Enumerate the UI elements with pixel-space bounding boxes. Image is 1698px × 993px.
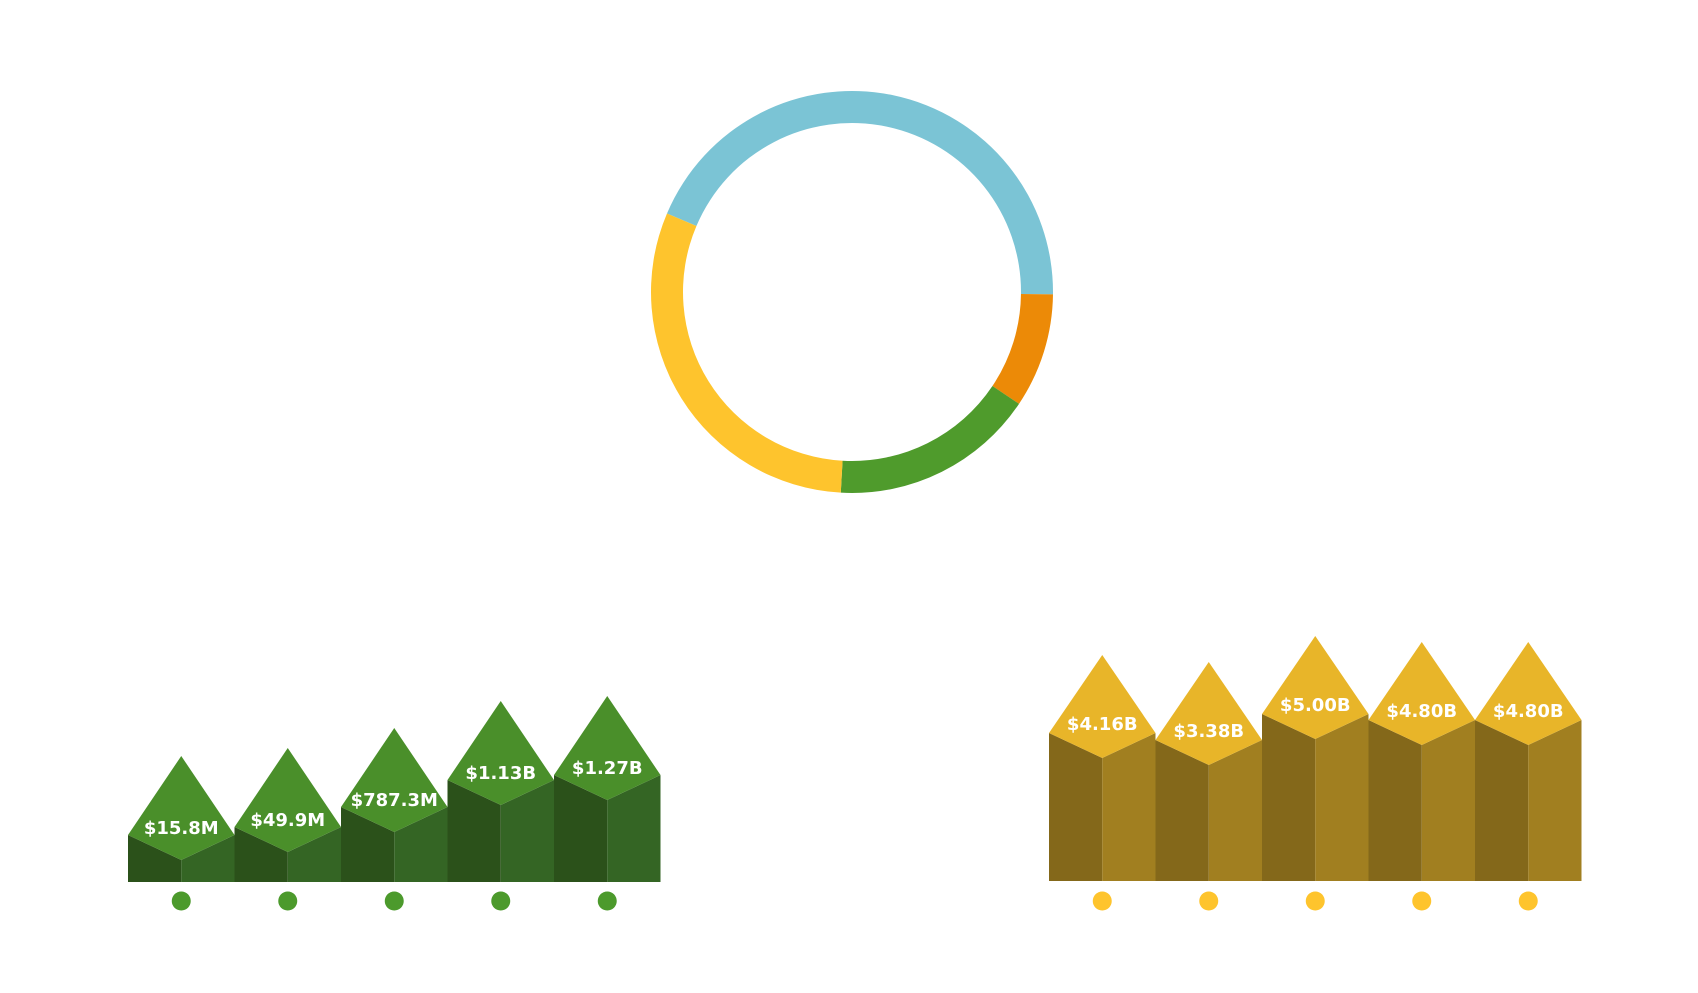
green-marker-dot <box>171 891 191 911</box>
gold-value-label: $4.80B <box>1386 701 1457 722</box>
gold-marker-dot <box>1518 891 1538 911</box>
donut-slice-3 <box>840 386 1020 493</box>
green-bar-tip <box>447 701 554 805</box>
gold-bar-right-face <box>1102 733 1156 881</box>
gold-marker-dot <box>1199 891 1219 911</box>
green-marker-dot <box>597 891 617 911</box>
green-bar-tip <box>554 696 661 800</box>
gold-bar-left-face <box>1368 720 1422 881</box>
green-bar-2: $49.9M <box>234 748 341 911</box>
gold-bar-tip <box>1368 642 1475 745</box>
green-bar-5: $1.27B <box>554 696 661 911</box>
gold-bar-5: $4.80B <box>1475 642 1582 911</box>
gold-marker-dot <box>1305 891 1325 911</box>
gold-bar-left-face <box>1155 740 1209 881</box>
donut-slice-1 <box>666 91 1053 295</box>
green-bar-right-face <box>287 827 341 882</box>
green-bar-left-face <box>447 780 501 882</box>
gold-bar-1: $4.16B <box>1049 655 1156 911</box>
donut-chart <box>650 91 1053 493</box>
green-marker-dot <box>491 891 511 911</box>
green-bar-left-face <box>234 827 288 882</box>
donut-slice-2 <box>992 294 1053 404</box>
green-value-label: $787.3M <box>351 790 438 811</box>
gold-bar-left-face <box>1262 714 1316 881</box>
green-marker-dot <box>278 891 298 911</box>
green-bar-tip <box>234 748 341 852</box>
gold-bar-tip <box>1262 636 1369 739</box>
green-bar-3: $787.3M <box>341 728 448 911</box>
green-pencil-bar-chart: $15.8M $49.9M $787.3M $1.13B $1.27B <box>128 696 661 911</box>
green-value-label: $1.13B <box>465 763 536 784</box>
green-bar-tip <box>341 728 448 832</box>
gold-bar-4: $4.80B <box>1368 642 1475 911</box>
gold-bar-left-face <box>1049 733 1103 881</box>
gold-pencil-bar-chart: $4.16B $3.38B $5.00B $4.80B $4.80B <box>1049 636 1582 911</box>
green-bar-tip <box>128 756 235 860</box>
gold-bar-left-face <box>1475 720 1529 881</box>
green-bar-1: $15.8M <box>128 756 235 911</box>
gold-bar-3: $5.00B <box>1262 636 1369 911</box>
gold-bar-tip <box>1155 662 1262 765</box>
green-bar-left-face <box>554 775 608 882</box>
gold-bar-tip <box>1475 642 1582 745</box>
gold-marker-dot <box>1092 891 1112 911</box>
green-value-label: $15.8M <box>144 818 219 839</box>
green-bar-right-face <box>607 775 661 882</box>
gold-value-label: $3.38B <box>1173 721 1244 742</box>
gold-bar-right-face <box>1315 714 1369 881</box>
green-value-label: $49.9M <box>250 810 325 831</box>
gold-marker-dot <box>1412 891 1432 911</box>
green-marker-dot <box>384 891 404 911</box>
gold-value-label: $5.00B <box>1280 695 1351 716</box>
gold-bar-tip <box>1049 655 1156 758</box>
donut-slice-4 <box>650 213 843 493</box>
gold-bar-right-face <box>1208 740 1262 881</box>
gold-bar-right-face <box>1421 720 1475 881</box>
green-bar-left-face <box>128 835 182 882</box>
gold-bar-right-face <box>1528 720 1582 881</box>
green-bar-right-face <box>500 780 554 882</box>
gold-value-label: $4.16B <box>1067 714 1138 735</box>
gold-value-label: $4.80B <box>1493 701 1564 722</box>
green-bar-right-face <box>181 835 235 882</box>
green-bar-4: $1.13B <box>447 701 554 911</box>
green-value-label: $1.27B <box>572 758 643 779</box>
gold-bar-2: $3.38B <box>1155 662 1262 911</box>
